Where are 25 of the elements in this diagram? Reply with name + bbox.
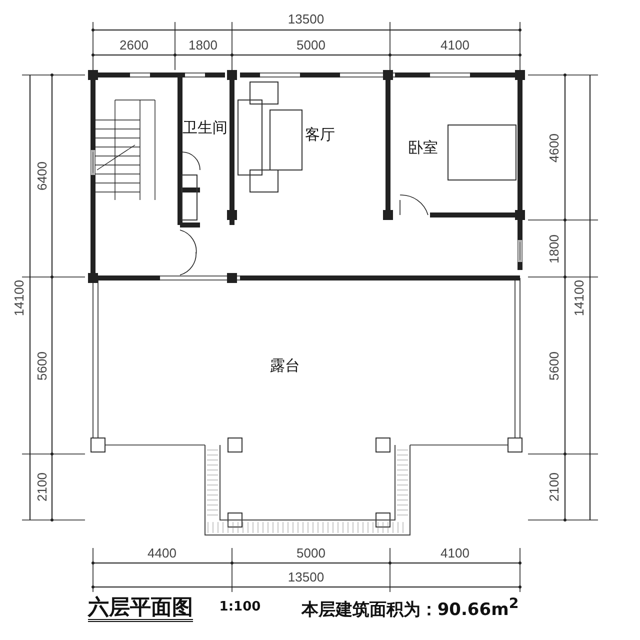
- dimension-text: 2600: [120, 38, 148, 52]
- dimension-text: 5000: [296, 546, 326, 560]
- dimension-text: 1800: [548, 234, 560, 264]
- dimension-text: 4600: [548, 134, 560, 162]
- room-name: 卫生间: [182, 120, 228, 136]
- dimension-text: 5600: [548, 352, 560, 380]
- dimension-text: 4100: [440, 38, 470, 52]
- dimension-text: 14100: [12, 280, 26, 316]
- dimension-text: 4100: [440, 546, 470, 560]
- dimension-text: 2100: [548, 472, 560, 502]
- dimension-text: 5600: [36, 352, 48, 380]
- area-note: 本层建筑面积为：90.66m$^{2}$: [301, 597, 519, 619]
- dimension-text: 6400: [36, 162, 48, 190]
- room-name: 客厅: [305, 128, 335, 142]
- dimension-text: 1800: [188, 38, 218, 52]
- plan-title: 六层平面图: [88, 596, 193, 622]
- dimension-text: 4400: [148, 546, 176, 560]
- room-name: 露台: [270, 358, 300, 374]
- dimension-text: 2100: [36, 472, 48, 502]
- room-name: 卧室: [408, 140, 438, 156]
- dimension-text: 14100: [572, 280, 586, 316]
- dimension-text: 13500: [288, 12, 324, 26]
- dimension-text: 5000: [296, 38, 326, 52]
- scale-text: 1:100: [219, 600, 261, 614]
- dimension-text: 13500: [288, 570, 324, 584]
